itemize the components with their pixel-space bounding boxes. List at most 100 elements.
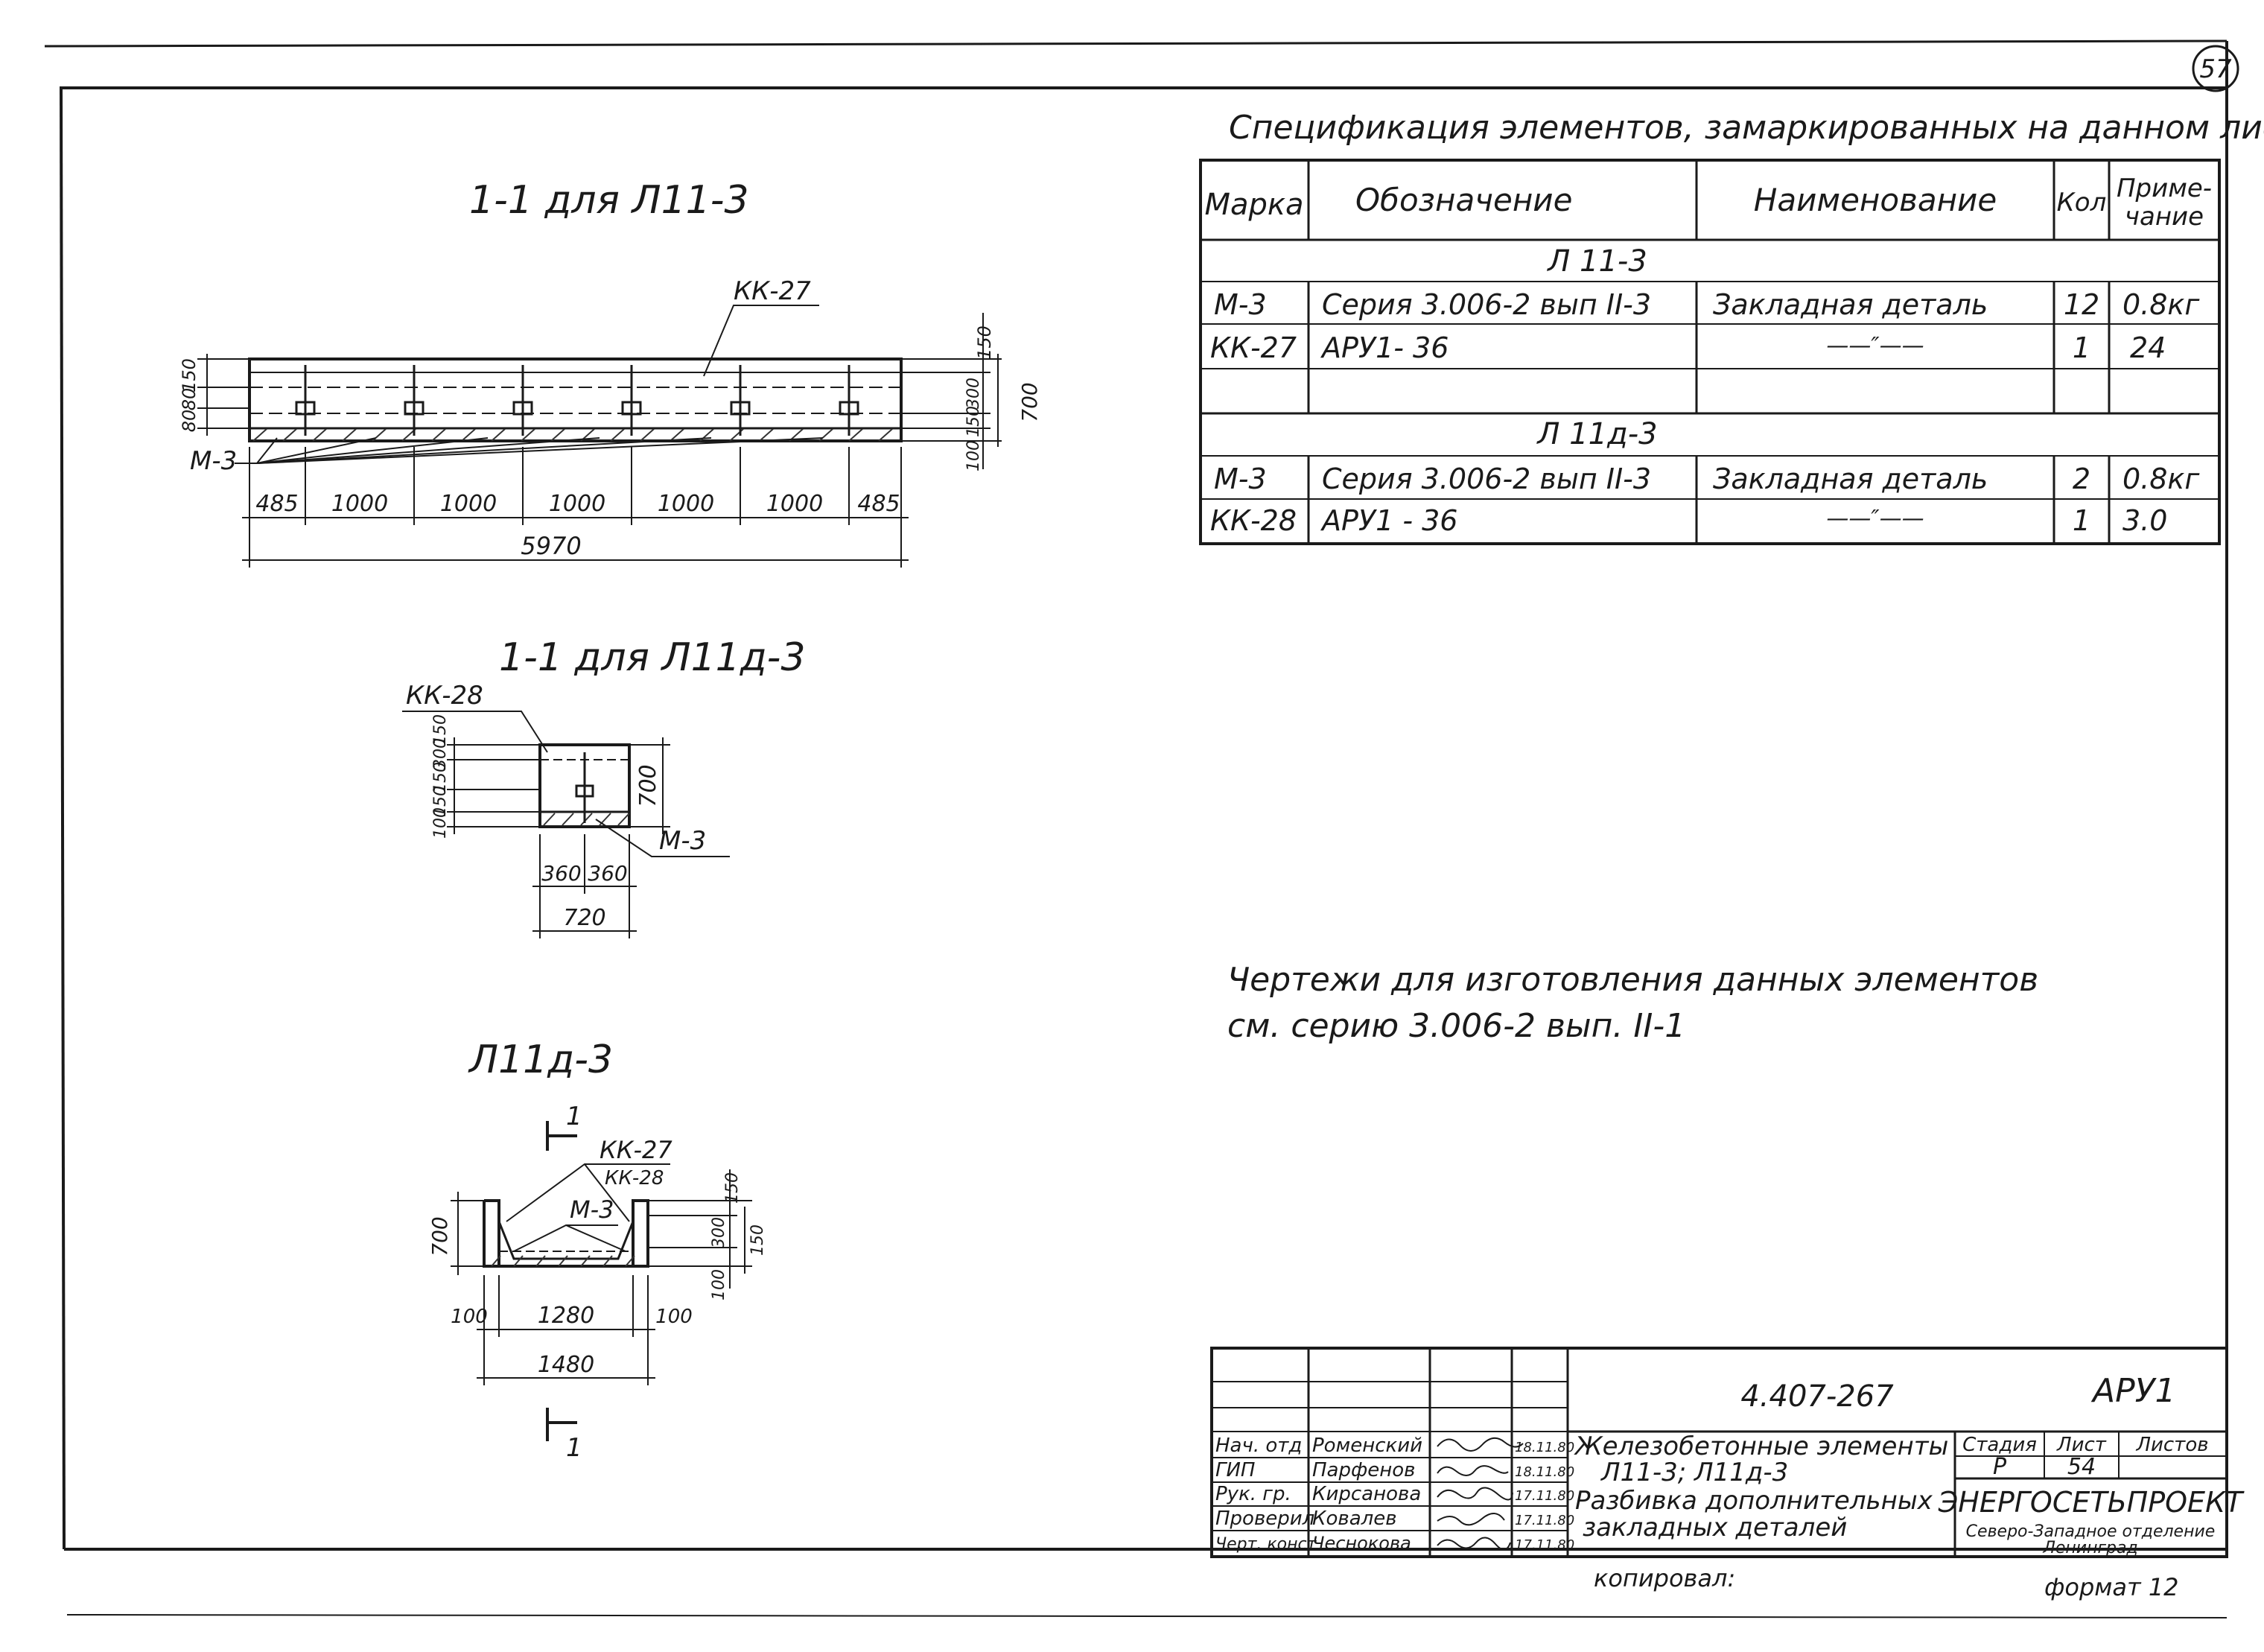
description-3: Разбивка дополнительных <box>1575 1486 1933 1516</box>
description-2: Л11-3; Л11д-3 <box>1600 1458 1788 1487</box>
person-name: Роменский <box>1312 1435 1422 1457</box>
cell-note: 0.8кг <box>2122 463 2200 495</box>
callout-m: М-3 <box>659 826 706 856</box>
cell-note: 3.0 <box>2122 504 2167 537</box>
note-line-1: Чертежи для изготовления данных элементо… <box>1227 961 2038 999</box>
dimension-label: 300 <box>964 378 983 409</box>
cell-designation: Серия 3.006-2 вып II-3 <box>1322 463 1651 495</box>
callout-kk28: КК-28 <box>605 1167 664 1189</box>
sheet-header: Лист <box>2056 1434 2107 1456</box>
person-name: Кирсанова <box>1312 1483 1421 1505</box>
dimension-label: 300 <box>431 738 450 769</box>
dimension-label: 1000 <box>766 491 823 517</box>
group-label: Л 11-3 <box>1546 244 1647 279</box>
header-qty: Кол <box>2057 188 2107 217</box>
format-label: формат 12 <box>2044 1573 2179 1601</box>
dimension-total: 720 <box>563 905 605 931</box>
role-label: Черт. конст <box>1215 1535 1317 1554</box>
doc-code: 4.407-267 <box>1740 1379 1894 1414</box>
sheets-header: Листов <box>2135 1434 2208 1456</box>
cell-qty: 2 <box>2073 463 2090 495</box>
callout-m: М-3 <box>570 1195 614 1224</box>
callout-kk: КК-27 <box>734 276 811 306</box>
dimension-height: 700 <box>1017 382 1042 422</box>
role-label: Проверил <box>1215 1508 1314 1530</box>
cell-name: ——″—— <box>1826 506 1924 532</box>
cell-mark: М-3 <box>1214 463 1267 495</box>
dimension-label: 1280 <box>538 1303 594 1329</box>
dimension-label: 150 <box>431 786 450 817</box>
cell-qty: 1 <box>2073 331 2090 364</box>
cell-qty: 12 <box>2064 288 2099 321</box>
dimension-label: 100 <box>451 1306 488 1328</box>
cell-designation: АРУ1 - 36 <box>1320 504 1457 537</box>
cell-note: 0.8кг <box>2122 288 2200 321</box>
date-label: 17.11.80 <box>1515 1537 1574 1553</box>
drawing-title: Л11д-3 <box>468 1038 613 1082</box>
section-mark: 1 <box>566 1433 582 1463</box>
dimension-label: 1000 <box>440 491 497 517</box>
sheet-number-circle <box>2192 45 2239 92</box>
dimension-label: 485 <box>857 491 900 517</box>
bottom-border <box>66 1614 2228 1618</box>
drawing-title: 1-1 для Л11-3 <box>469 178 749 223</box>
note-line-2: см. серию 3.006-2 вып. II-1 <box>1227 1007 1685 1045</box>
person-name: Ковалев <box>1312 1508 1397 1530</box>
sheet-value: 54 <box>2067 1454 2096 1480</box>
date-label: 17.11.80 <box>1515 1513 1574 1528</box>
dimension-label: 150 <box>748 1224 767 1256</box>
dimension-label: 100 <box>710 1269 728 1300</box>
date-label: 17.11.80 <box>1515 1488 1574 1504</box>
sheet-number: 57 <box>2199 54 2232 84</box>
role-label: Рук. гр. <box>1215 1483 1291 1505</box>
callout-kk27: КК-27 <box>600 1136 672 1164</box>
description-4: закладных деталей <box>1583 1513 1847 1543</box>
cell-designation: Серия 3.006-2 вып II-3 <box>1322 288 1651 321</box>
organization-branch: Северо-Западное отделение <box>1966 1522 2216 1541</box>
dimension-label: 360 <box>588 861 627 886</box>
dimension-label: 150 <box>431 762 450 793</box>
person-name: Парфенов <box>1312 1459 1415 1481</box>
dimension-label: 150 <box>179 358 200 393</box>
date-label: 18.11.80 <box>1515 1464 1574 1480</box>
section-drawing-l11-3: 1-1 для Л11-3 <box>179 178 1042 568</box>
role-label: ГИП <box>1215 1459 1256 1481</box>
dimension-total: 1480 <box>538 1352 594 1378</box>
signature <box>1437 1437 1524 1551</box>
drawing-title: 1-1 для Л11д-3 <box>499 635 806 680</box>
cell-name: ——″—— <box>1826 333 1924 359</box>
header-note-2: чание <box>2125 202 2204 232</box>
person-name: Чеснокова <box>1312 1533 1411 1554</box>
dimension-label: 150 <box>964 406 983 437</box>
table-row: КК-28 АРУ1 - 36 ——″—— 1 3.0 <box>1210 504 2167 537</box>
role-label: Нач. отд <box>1215 1435 1302 1457</box>
cell-mark: М-3 <box>1214 288 1267 321</box>
spec-title: Спецификация элементов, замаркированных … <box>1229 109 2264 147</box>
title-block: 4.407-267 АРУ1 Нач. отд ГИП Рук. гр. Про… <box>1210 1347 2245 1558</box>
dimension-label: 150 <box>723 1172 742 1204</box>
section-mark: 1 <box>566 1102 582 1131</box>
doc-series: АРУ1 <box>2090 1372 2175 1410</box>
description-1: Железобетонные элементы <box>1574 1432 1948 1461</box>
dimension-height: 700 <box>635 764 661 807</box>
cell-name: Закладная деталь <box>1713 463 1988 495</box>
dimension-label: 1000 <box>549 491 605 517</box>
section-drawing-l11d-3: 1-1 для Л11д-3 КК-28 М-3 100 150 150 300… <box>402 635 806 938</box>
cell-designation: АРУ1- 36 <box>1320 331 1449 364</box>
stage-value: Р <box>1993 1454 2007 1480</box>
dimension-height: 700 <box>427 1216 452 1256</box>
dimension-label: 100 <box>655 1306 693 1328</box>
cell-mark: КК-28 <box>1210 504 1297 537</box>
cell-name: Закладная деталь <box>1713 288 1988 321</box>
dimension-label: 150 <box>974 325 995 360</box>
dimension-label: 150 <box>431 714 450 746</box>
dimension-label: 80 <box>179 388 200 411</box>
frame-left <box>60 87 66 1550</box>
table-row: М-3 Серия 3.006-2 вып II-3 Закладная дет… <box>1214 463 2200 495</box>
date-label: 18.11.80 <box>1515 1440 1574 1455</box>
drawing-note: Чертежи для изготовления данных элементо… <box>1227 961 2038 1045</box>
table-row: КК-27 АРУ1- 36 ——″—— 1 24 <box>1210 331 2166 364</box>
dimension-total: 5970 <box>521 532 581 560</box>
organization-city: Ленинград <box>2042 1539 2137 1557</box>
